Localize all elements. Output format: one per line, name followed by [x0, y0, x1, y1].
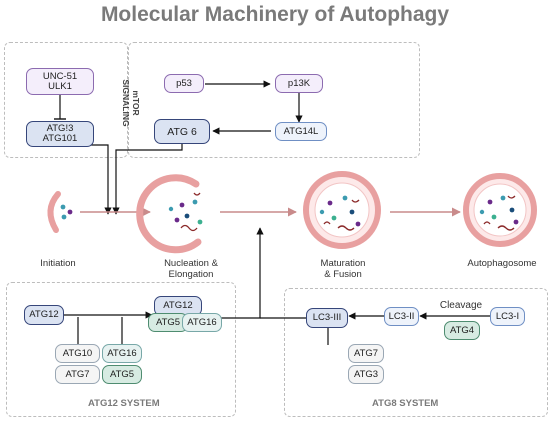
atg7-right-node: ATG7 [348, 344, 384, 363]
lc3-iii-node: LC3-III [306, 308, 348, 328]
atg12-node: ATG12 [24, 305, 64, 325]
maturation-line1: Maturation [320, 258, 366, 269]
maturation-vesicle [303, 171, 381, 249]
atg101-label: ATG101 [42, 133, 78, 144]
atg3-node: ATG3 [348, 365, 384, 384]
autophagosome-vesicle [463, 173, 537, 247]
stage-initiation-label: Initiation [40, 258, 76, 269]
nucleation-line1: Nucleation & [164, 258, 218, 269]
cleavage-label: Cleavage [439, 300, 483, 311]
atg10-node: ATG10 [55, 344, 100, 363]
ulk1-inhibits-atg13-line [54, 94, 66, 120]
nucleation-phagophore [136, 174, 203, 254]
atg14l-node: ATG14L [275, 122, 327, 141]
atg4-node: ATG4 [444, 321, 480, 340]
ulk1-label: ULK1 [48, 80, 72, 92]
p13k-node: p13K [275, 74, 323, 93]
lc3-ii-node: LC3-II [384, 307, 419, 326]
p53-node: p53 [164, 74, 204, 93]
unc51-ulk1-node: UNC-51 ULK1 [26, 68, 94, 95]
stage-autophagosome-label: Autophagosome [467, 258, 537, 269]
unc51-label: UNC-51 [42, 70, 78, 82]
diagram-title: Molecular Machinery of Autophagy [100, 3, 450, 26]
atg5-node: ATG5 [102, 365, 142, 384]
atg12-system-label: ATG12 SYSTEM [88, 398, 160, 409]
stage-nucleation-label: Nucleation & Elongation [146, 258, 236, 280]
maturation-line2: & Fusion [324, 269, 362, 280]
initiation-phagophore [47, 191, 73, 233]
nucleation-line2: Elongation [168, 269, 214, 280]
atg8-system-label: ATG8 SYSTEM [372, 398, 439, 409]
stage-maturation-label: Maturation & Fusion [308, 258, 378, 280]
complex-atg16-node: ATG16 [182, 313, 222, 332]
arrow-ulk-to-nucleation [60, 144, 112, 215]
atg13-label: ATG!3 [46, 123, 74, 134]
atg16-node: ATG16 [102, 344, 142, 363]
atg6-node: ATG 6 [154, 119, 210, 144]
atg13-atg101-node: ATG!3 ATG101 [26, 121, 94, 147]
atg7-left-node: ATG7 [55, 365, 100, 384]
complex-atg5-node: ATG5 [148, 313, 188, 332]
lc3-i-node: LC3-I [490, 307, 525, 326]
arrow-atg6-to-nucleation [112, 144, 183, 215]
